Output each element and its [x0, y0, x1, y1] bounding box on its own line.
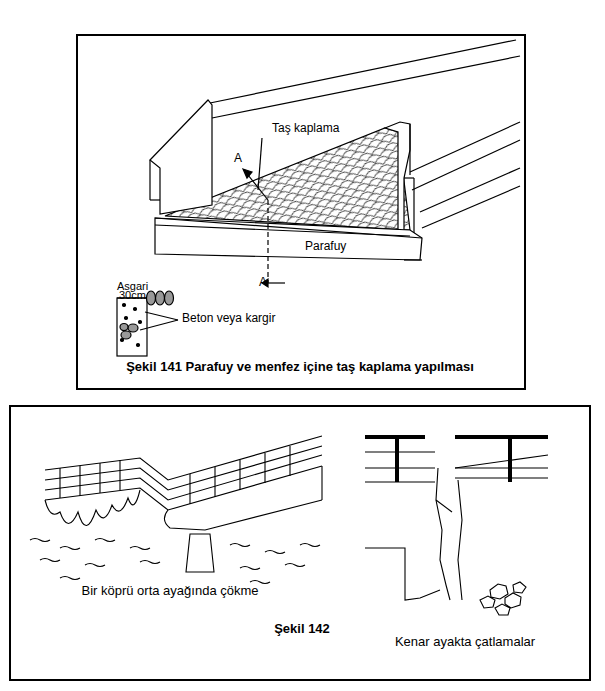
- culvert-drawing: [117, 40, 520, 356]
- figure-caption: Şekil 141 Parafuy ve menfez içine taş ka…: [126, 360, 474, 375]
- label: Şekil 142: [274, 622, 330, 637]
- label: Beton veya kargir: [182, 312, 275, 326]
- label: Taş kaplama: [272, 122, 339, 136]
- label: A: [234, 152, 242, 166]
- abutment-drawing: [365, 437, 548, 615]
- frame: [10, 406, 590, 680]
- label: Parafuy: [305, 240, 346, 254]
- bridge-drawing: [30, 436, 322, 584]
- label: A: [259, 276, 267, 290]
- frame: [77, 35, 525, 389]
- label: Bir köprü orta ayağında çökme: [81, 584, 258, 599]
- label: Kenar ayakta çatlamalar: [395, 635, 535, 650]
- label: 30cm: [119, 289, 146, 302]
